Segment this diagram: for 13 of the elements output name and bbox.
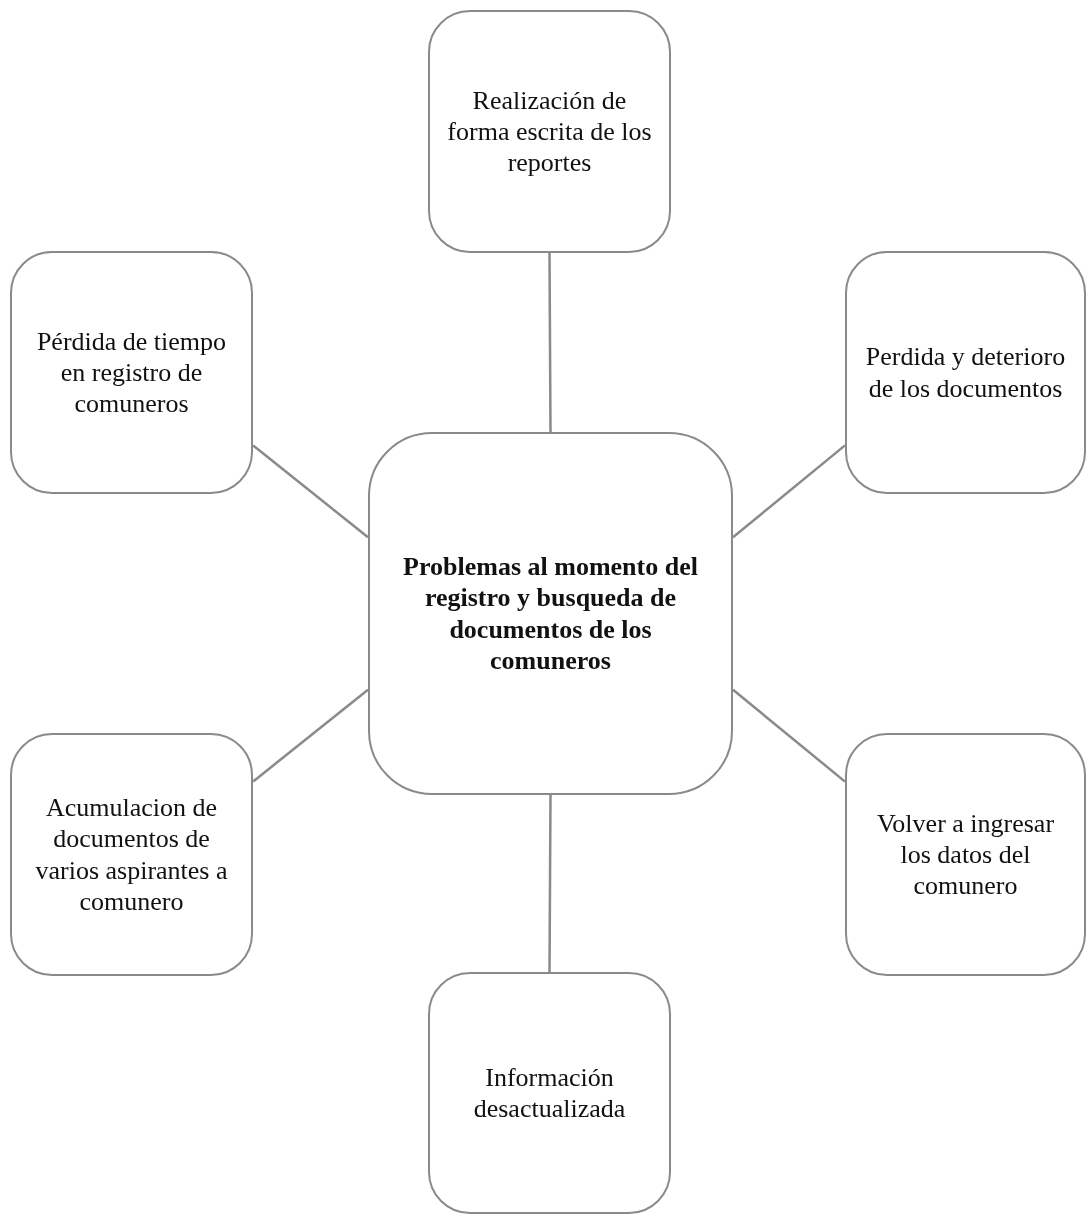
problem-box: Realización de forma escrita de los reportes <box>428 10 671 253</box>
connector-line <box>252 444 369 539</box>
connector-line <box>732 444 846 539</box>
connector-line <box>548 253 552 432</box>
connector-line <box>252 688 369 783</box>
problem-box: Volver a ingresar los datos del comunero <box>845 733 1086 976</box>
problem-box: Perdida y deterioro de los documentos <box>845 251 1086 494</box>
central-problem-box: Problemas al momento del registro y busqueda de documentos de los comuneros <box>368 432 733 795</box>
problem-box: Información desactualizada <box>428 972 671 1214</box>
connector-line <box>548 795 552 972</box>
connector-line <box>732 688 846 783</box>
problem-box: Acumulacion de documentos de varios aspirantes a comunero <box>10 733 253 976</box>
problem-box: Pérdida de tiempo en registro de comuneros <box>10 251 253 494</box>
